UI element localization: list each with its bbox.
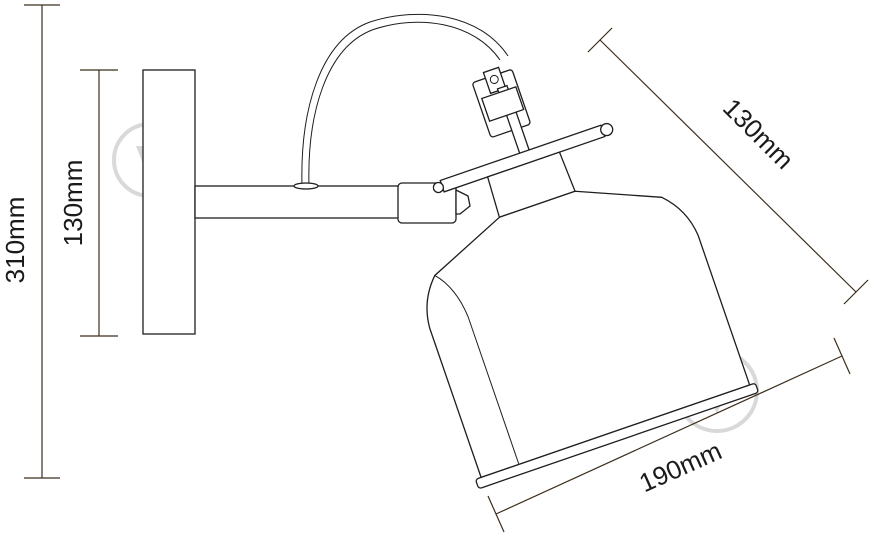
base-height-dimension: 130mm [58, 69, 118, 337]
total-height-label: 310mm [0, 197, 30, 284]
total-height-dimension: 310mm [0, 4, 60, 479]
arm [194, 185, 401, 219]
wall-plate [142, 69, 196, 335]
cable [301, 13, 509, 187]
shade-depth-label: 130mm [717, 92, 800, 175]
lamp-shade [426, 66, 759, 489]
base-height-label: 130mm [58, 160, 88, 247]
